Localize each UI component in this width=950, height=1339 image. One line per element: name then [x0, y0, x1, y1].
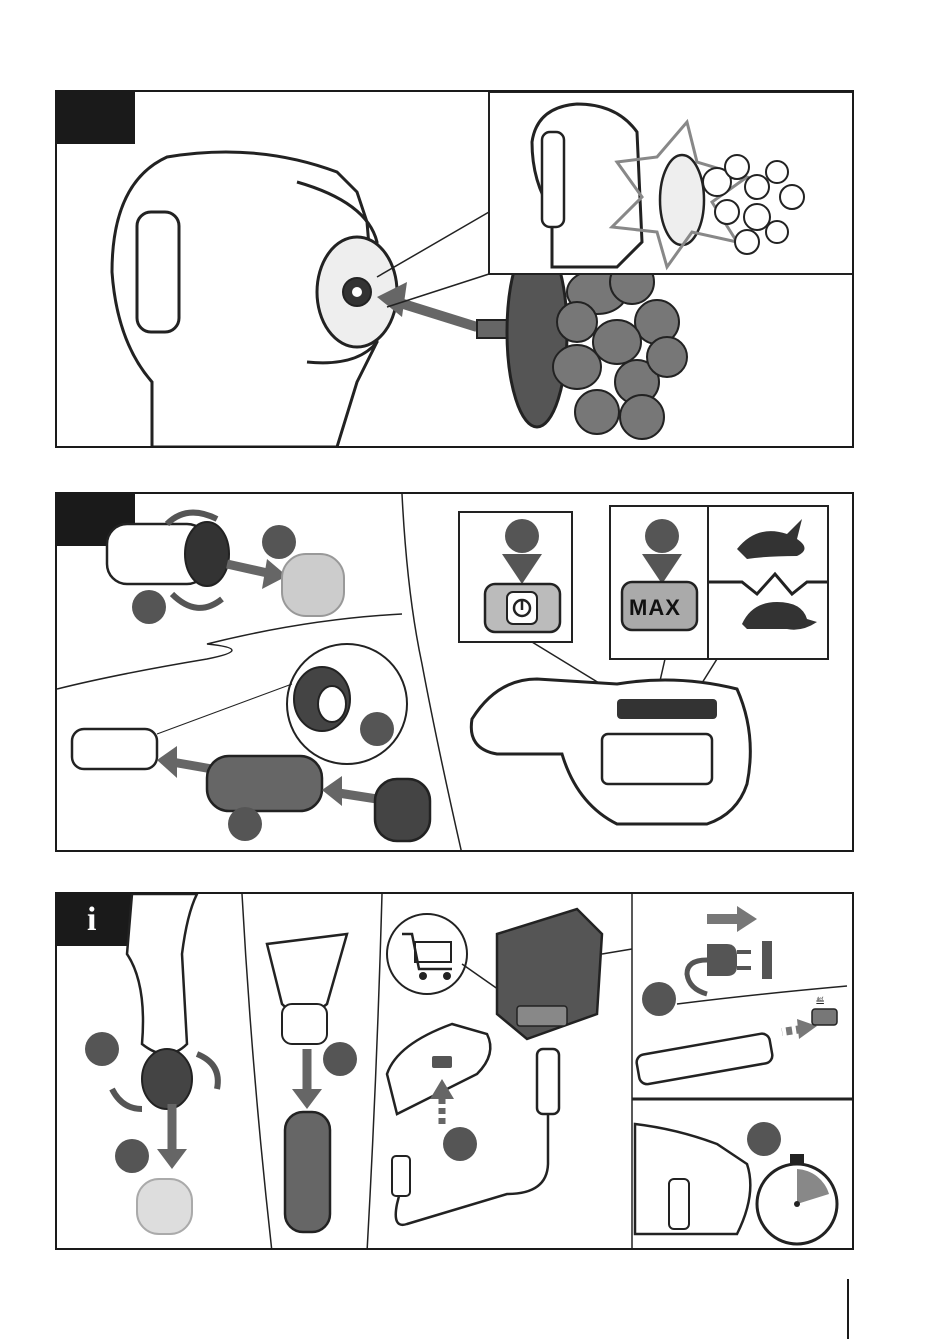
page-edge-rule: [847, 1279, 849, 1339]
stopwatch-icon: [757, 1154, 837, 1244]
bottom-cap-removal: [85, 894, 218, 1234]
power-button-inset: [459, 512, 572, 642]
battery-speed-illustration: [57, 494, 854, 852]
charger-cable: [387, 909, 632, 1225]
unplug-step: ≝: [635, 906, 847, 1085]
battery-removal: [267, 934, 357, 1232]
plug-icon: [687, 944, 751, 994]
device-top-view: [471, 642, 750, 824]
figure-panel-2: MAX: [55, 492, 854, 852]
cap-removal: [107, 513, 344, 624]
speed-inset: [610, 506, 828, 659]
max-speed-label: MAX: [629, 595, 681, 621]
charging-time-step: [635, 1122, 837, 1244]
attachment-illustration: [57, 92, 854, 448]
usb-icon: ≝: [815, 995, 825, 1009]
figure-panel-3: i: [55, 892, 854, 1250]
figure-panel-1: [55, 90, 854, 448]
charging-illustration: ≝: [57, 894, 854, 1250]
